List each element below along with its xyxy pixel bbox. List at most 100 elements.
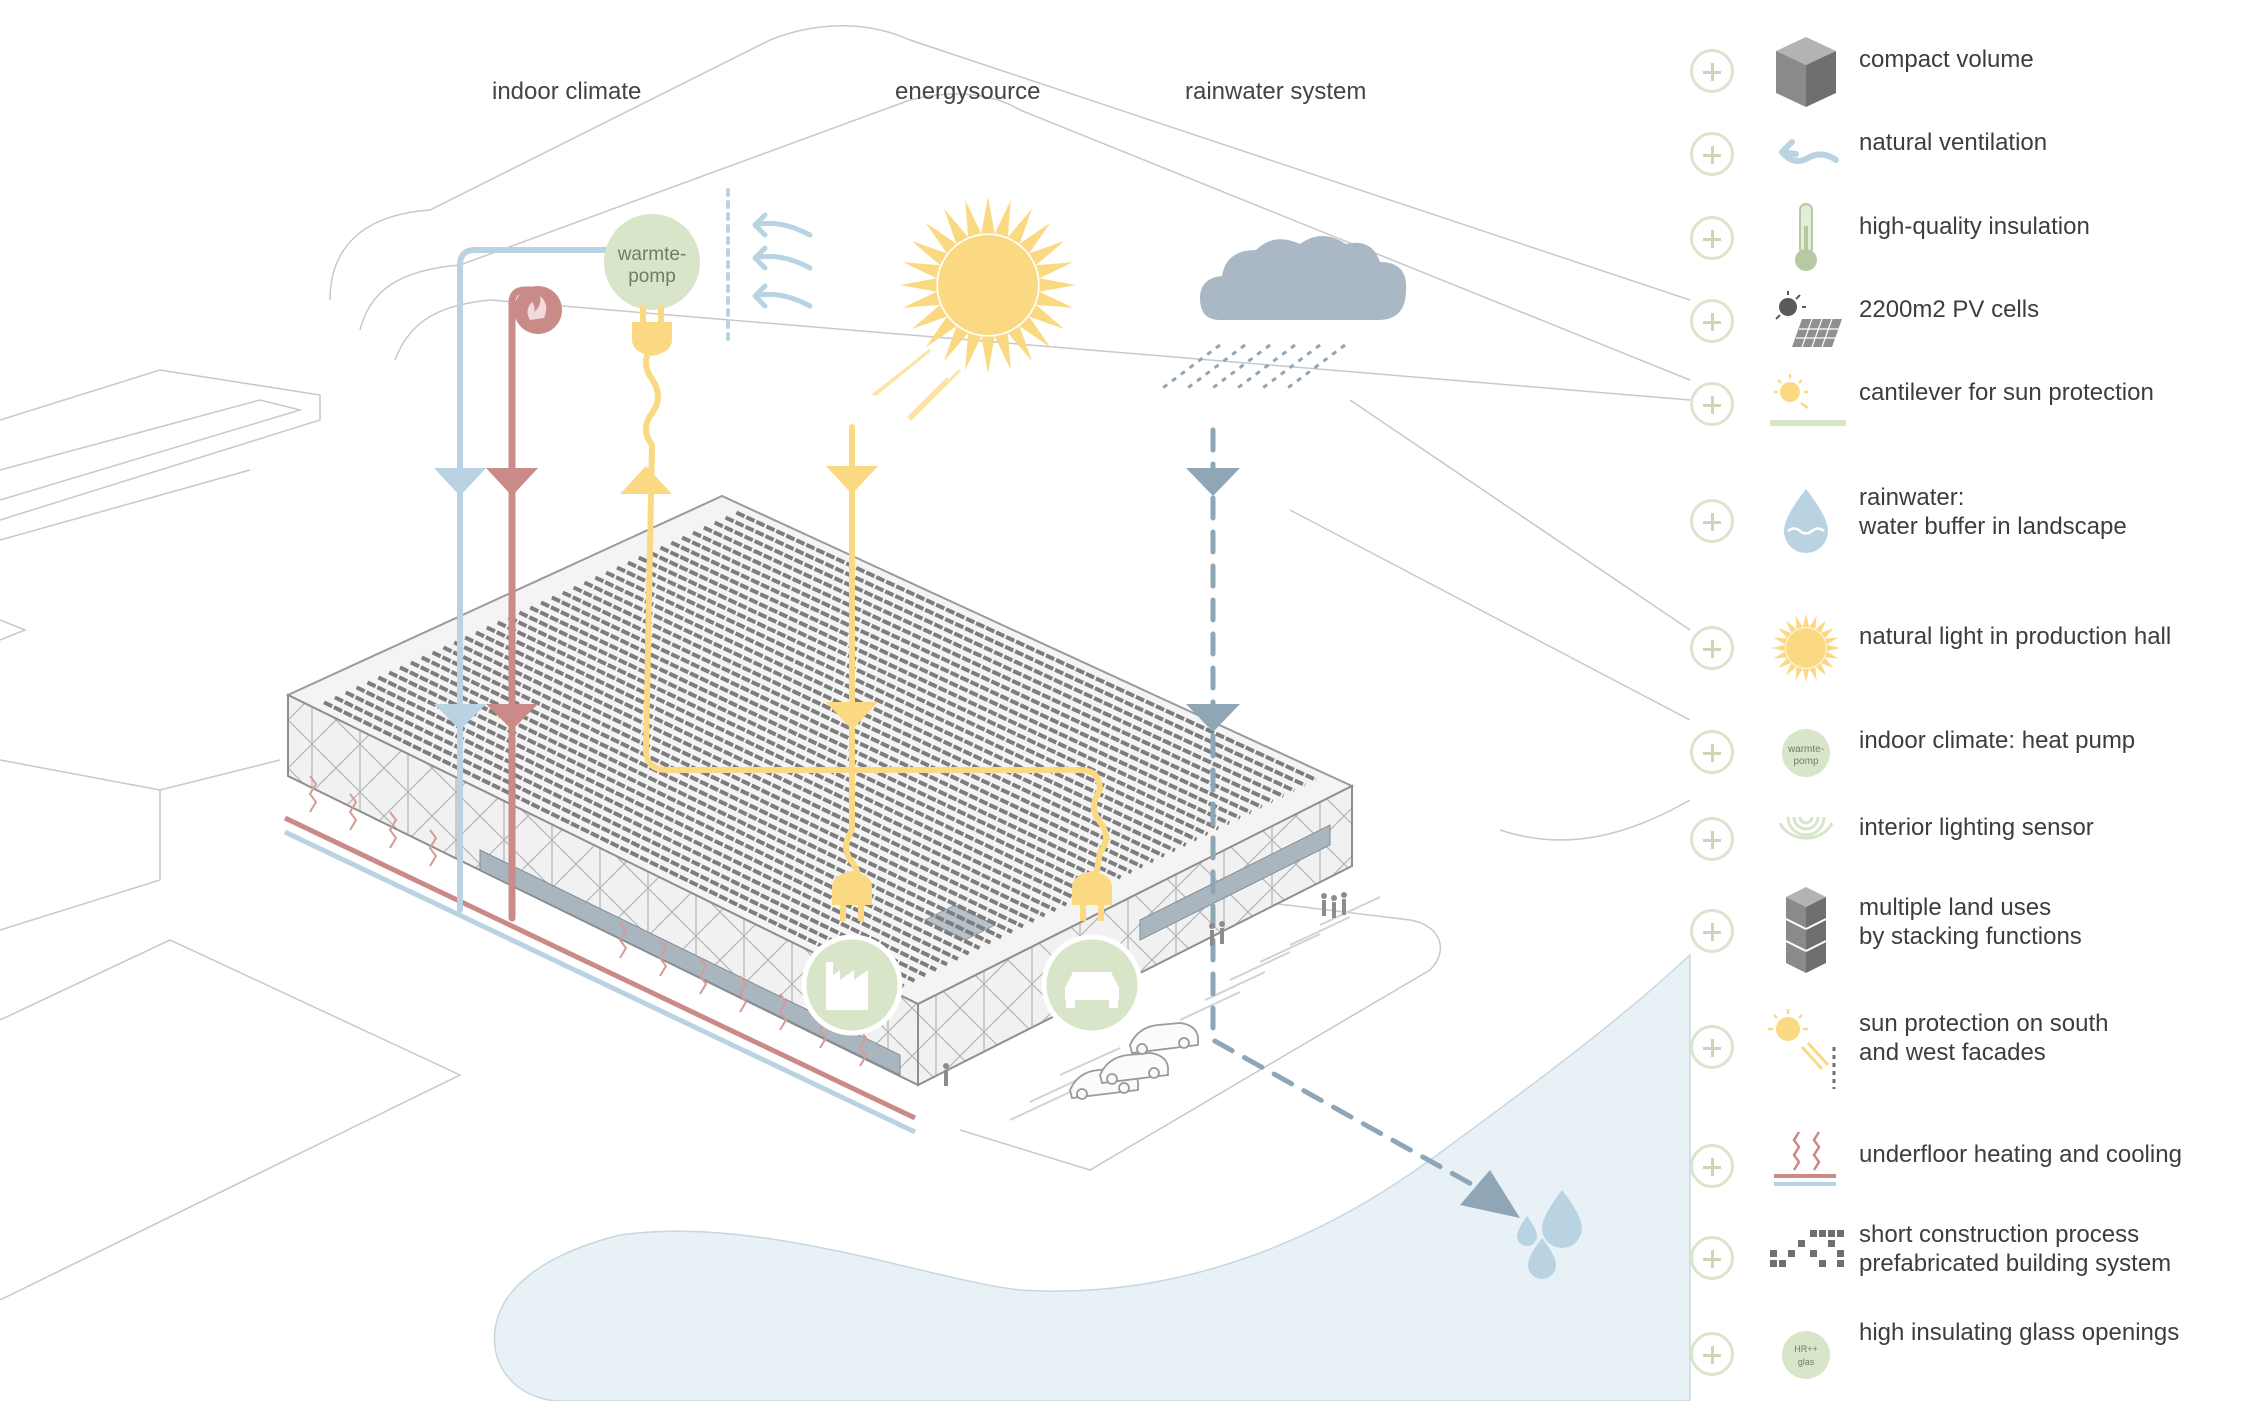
plus-icon (1690, 299, 1734, 343)
flow-arrows-rain (1186, 468, 1520, 1218)
plus-icon (1690, 49, 1734, 93)
sun-ray (1029, 241, 1065, 266)
cantilever-icon (1770, 374, 1846, 426)
sun-ray (1773, 651, 1788, 659)
sun-ray (1795, 666, 1803, 681)
underfloor-heating-lines (283, 775, 917, 1135)
pv-panel-row (713, 520, 1296, 793)
sun-ray (900, 278, 937, 292)
legend-item-compact-volume: compact volume (1690, 35, 2244, 107)
heat-pump-label-line-1: warmte- (617, 244, 687, 265)
sun-ray (1036, 262, 1074, 279)
legend-label: high insulating glass openings (1859, 1319, 2180, 1346)
pv-panel-row (507, 615, 1089, 896)
legend-item-heat-pump: warmte- pomp indoor climate: heat pump (1690, 716, 2244, 786)
legend-item-rainwater: rainwater: water buffer in landscape (1690, 484, 2244, 555)
legend-label: indoor climate: heat pump (1859, 727, 2136, 754)
plus-icon (1690, 382, 1734, 426)
svg-text:pomp: pomp (1793, 756, 1818, 767)
sun-ray (1786, 620, 1797, 634)
svg-text:HR++: HR++ (1794, 1344, 1818, 1354)
sun-ray (1824, 637, 1839, 645)
legend-label: underfloor heating and cooling (1859, 1141, 2182, 1168)
rain-cloud-icon (1159, 236, 1407, 392)
cube-icon (1776, 37, 1836, 107)
sun-ray (1029, 304, 1065, 329)
prefab-blocks-icon (1770, 1230, 1844, 1267)
pv-panel-row (692, 530, 1274, 804)
sun-icon (1772, 614, 1840, 682)
factory-badge-icon (801, 934, 903, 1036)
pv-panel-row (334, 695, 916, 983)
pv-panel-row (702, 525, 1285, 798)
sun-illustration (872, 197, 1076, 422)
heat-pump-icon: warmte- pomp (1782, 729, 1830, 777)
legend-item-natural-light: natural light in production hall (1690, 612, 2244, 682)
sun-ray (911, 304, 947, 329)
sun-ray (911, 241, 947, 266)
pv-panel-row (583, 580, 1165, 858)
legend-label: 2200m2 PV cells (1859, 296, 2040, 323)
stacked-volumes-icon (1785, 887, 1827, 973)
legend-label: natural ventilation (1859, 129, 2048, 156)
water-drop-icon (1784, 489, 1828, 553)
plus-icon (1690, 626, 1734, 670)
pv-panel-row (659, 545, 1241, 820)
sun-ray (1007, 208, 1032, 244)
sun-ray (1809, 615, 1817, 630)
water-drops-icon (1517, 1190, 1582, 1279)
pv-panel-row (355, 685, 938, 972)
pv-panel-row (518, 610, 1100, 891)
sun-ray (1809, 666, 1817, 681)
underfloor-heating-icon (1774, 1131, 1836, 1186)
sun-ray (1815, 620, 1826, 634)
pv-panel-row (540, 600, 1122, 880)
svg-text:glas: glas (1798, 1357, 1815, 1367)
pv-panel-row (637, 555, 1220, 831)
sun-ray (1820, 657, 1834, 668)
plus-icon (1690, 1025, 1734, 1069)
plus-icon (1690, 730, 1734, 774)
sun-ray (925, 316, 957, 348)
legend-label: interior lighting sensor (1859, 814, 2094, 841)
sun-ray (1815, 662, 1826, 676)
thermometer-icon (1795, 203, 1817, 271)
legend-item-pv-cells: 2200m2 PV cells (1690, 285, 2244, 355)
sun-ray (1786, 662, 1797, 676)
sun-ray (902, 291, 940, 308)
sun-ray (1019, 222, 1051, 254)
sun-ray (1795, 615, 1803, 630)
pv-panel-row (431, 650, 1014, 934)
sun-ray (1826, 644, 1840, 652)
pv-panel-row (464, 635, 1046, 918)
pv-panel-row (594, 575, 1176, 853)
glass-icon: HR++ glas (1782, 1331, 1830, 1379)
sun-ray (1007, 326, 1032, 362)
pv-panel-row (377, 675, 959, 961)
light-sensor-icon (1778, 816, 1834, 840)
sun-ray (981, 336, 995, 373)
heating-valve-icon (514, 286, 562, 334)
legend-label: high-quality insulation (1859, 213, 2090, 240)
plus-icon (1690, 1332, 1734, 1376)
sun-ray (1824, 651, 1839, 659)
pv-panel-row (442, 645, 1024, 929)
sun-ray (1802, 614, 1810, 628)
sun-ray (965, 333, 982, 371)
pv-panel-row (605, 570, 1187, 847)
sun-ray (1802, 668, 1810, 682)
legend-item-natural-ventilation: natural ventilation (1690, 118, 2244, 188)
pv-panel-row (529, 605, 1111, 885)
pv-panel-row (681, 535, 1263, 809)
pv-cell-icon (1775, 291, 1842, 348)
sun-ray (1036, 291, 1074, 308)
legend-item-cantilever: cantilever for sun protection (1690, 368, 2244, 438)
legend-label: multiple land uses by stacking functions (1859, 894, 2082, 950)
sun-ray (1019, 316, 1051, 348)
section-title-rainwater-system: rainwater system (1185, 78, 1367, 105)
sun-shading-icon (1768, 1009, 1836, 1089)
legend-item-prefab-system: short construction process prefabricated… (1690, 1221, 2244, 1292)
pv-panel-row (453, 640, 1035, 923)
legend-item-high-quality-insulation: high-quality insulation (1690, 202, 2244, 272)
